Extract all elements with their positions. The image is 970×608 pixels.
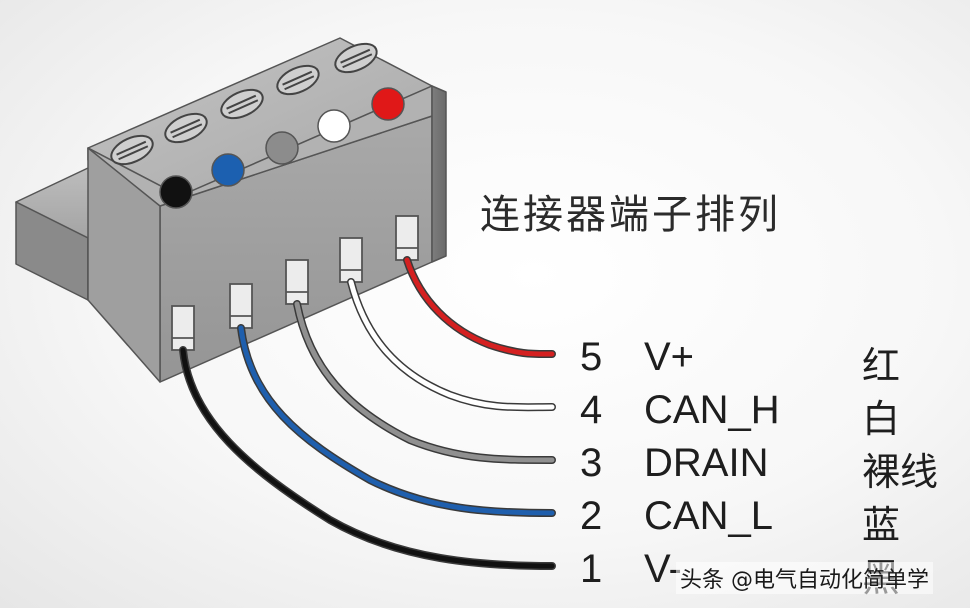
pin-signal: V+ (644, 335, 695, 379)
wire-pin-2 (238, 325, 555, 516)
terminal-slot-4 (339, 237, 363, 283)
screw-slot-2 (164, 112, 208, 144)
pin-number: 3 (580, 441, 603, 485)
pin-color-label: 蓝 (862, 503, 901, 547)
wire-pin-4 (348, 279, 555, 410)
terminal-slot-2 (229, 283, 253, 329)
diagram-title: 连接器端子排列 (480, 192, 781, 238)
wire-pin-3 (294, 301, 555, 463)
color-dot-pin-2 (211, 153, 245, 187)
color-dot-pin-3 (265, 131, 299, 165)
screw-slot-3 (220, 88, 264, 120)
pin-signal: CAN_H (644, 388, 780, 432)
color-dot-pin-4 (317, 109, 351, 143)
screw-slot-5 (334, 42, 378, 74)
pin-number: 1 (580, 547, 603, 591)
screw-slot-4 (276, 64, 320, 96)
pin-row-3: 3 DRAIN 裸线 (0, 441, 970, 494)
terminal-slots (171, 215, 419, 351)
pin-number: 5 (580, 335, 603, 379)
watermark: 头条 @电气自动化简单学 (676, 562, 933, 594)
terminal-slot-3 (285, 259, 309, 305)
pin-color-label: 红 (862, 344, 901, 388)
connector-body (87, 37, 447, 383)
wire-pin-1 (180, 347, 555, 569)
pin-signal: DRAIN (644, 441, 769, 485)
pin-signal: V- (644, 547, 682, 591)
pin-signal: CAN_L (644, 494, 773, 538)
pin-color-label: 裸线 (862, 450, 939, 494)
pin-number: 4 (580, 388, 603, 432)
color-dots (159, 87, 405, 209)
pin-row-5: 5 V+ 红 (0, 335, 970, 388)
pin-row-2: 2 CAN_L 蓝 (0, 494, 970, 547)
pin-color-label: 白 (862, 397, 901, 441)
screw-slot-1 (110, 134, 154, 166)
terminal-slot-5 (395, 215, 419, 261)
color-dot-pin-1 (159, 175, 193, 209)
screw-slots (110, 42, 378, 166)
pin-number: 2 (580, 494, 603, 538)
wire-pin-5 (404, 257, 555, 357)
color-dot-pin-5 (371, 87, 405, 121)
pin-row-4: 4 CAN_H 白 (0, 388, 970, 441)
wires (179, 256, 556, 570)
